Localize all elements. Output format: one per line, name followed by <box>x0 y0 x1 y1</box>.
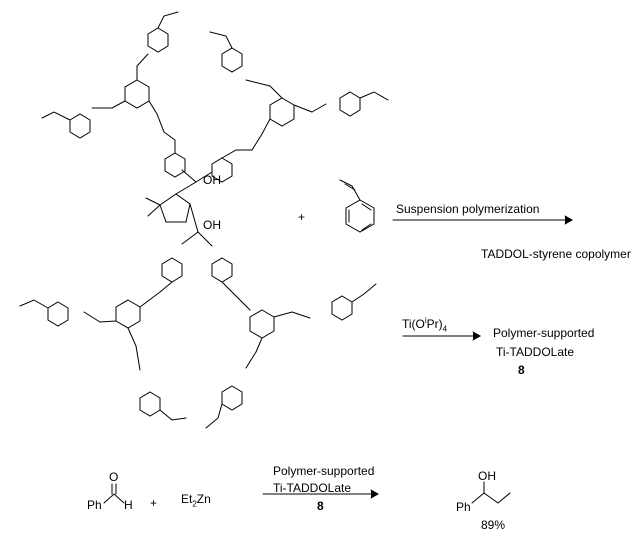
bottom-aryl-left <box>159 231 199 293</box>
benzaldehyde-structure <box>103 483 125 504</box>
reagent-titanium-isopropoxide: Ti(OiPr)4 <box>402 316 448 334</box>
bottom-right-lower-benzyl <box>205 351 257 429</box>
top-left-core-ring <box>111 65 165 133</box>
top-right-upper-benzyl <box>209 31 271 87</box>
catalyst-number-8: 8 <box>317 499 324 513</box>
styrene-aromatic-bonds <box>348 203 372 231</box>
top-aryl-left <box>163 131 197 183</box>
product-taddol-styrene-copolymer: TADDOL-styrene copolymer <box>481 247 631 261</box>
top-left-upper-benzyl <box>136 11 179 67</box>
product-alcohol-structure <box>471 481 511 504</box>
benzaldehyde-phenyl: Ph <box>87 498 102 512</box>
compound-number-8: 8 <box>518 363 525 377</box>
arrowhead-1 <box>564 215 574 225</box>
bottom-right-core-ring <box>235 295 293 353</box>
top-aryl-right <box>195 149 253 183</box>
gem-dimethyl <box>145 197 161 217</box>
bottom-aryl-right <box>197 231 237 297</box>
bottom-left-core-ring <box>99 291 161 347</box>
styrene-structure <box>339 179 375 233</box>
product-hydroxyl: OH <box>478 469 496 483</box>
plus-sign-1: + <box>298 210 306 224</box>
catalyst-ti-taddolate-label: Ti-TADDOLate <box>273 481 352 495</box>
condition-suspension-polymerization: Suspension polymerization <box>396 202 540 216</box>
styrene-ring <box>345 199 375 233</box>
benzaldehyde-bonds <box>103 483 125 504</box>
taddol-monomer-structure <box>19 11 389 429</box>
plus-sign-2: + <box>150 496 158 510</box>
oh-label-top: OH <box>203 173 221 187</box>
benzaldehyde-oxygen: O <box>109 470 119 484</box>
dioxolane-ring <box>159 193 191 223</box>
bottom-right-side-benzyl <box>291 283 377 321</box>
arrowhead-3 <box>370 489 380 499</box>
catalyst-polymer-supported-label: Polymer-supported <box>273 464 375 478</box>
product-alcohol-bonds <box>471 481 511 504</box>
arrowhead-2 <box>472 331 482 341</box>
carbinol-bottom-bond <box>189 203 199 233</box>
diethylzinc: Et2Zn <box>181 492 211 509</box>
top-right-core-ring <box>251 85 313 151</box>
top-left-side-benzyl <box>41 107 113 139</box>
product-yield: 89% <box>481 518 506 532</box>
benzaldehyde-hydrogen: H <box>124 498 133 512</box>
product-polymer-supported-label: Polymer-supported <box>493 326 595 340</box>
arrows <box>262 215 574 499</box>
product-ti-taddolate-label: Ti-TADDOLate <box>496 345 575 359</box>
bottom-left-lower-benzyl <box>135 345 187 421</box>
styrene-vinyl <box>339 179 361 201</box>
carbinol-top-bond <box>175 181 197 195</box>
bottom-left-side-benzyl <box>19 299 101 327</box>
top-right-side-benzyl <box>311 91 389 117</box>
oh-label-bottom: OH <box>203 218 221 232</box>
product-phenyl: Ph <box>456 500 471 514</box>
